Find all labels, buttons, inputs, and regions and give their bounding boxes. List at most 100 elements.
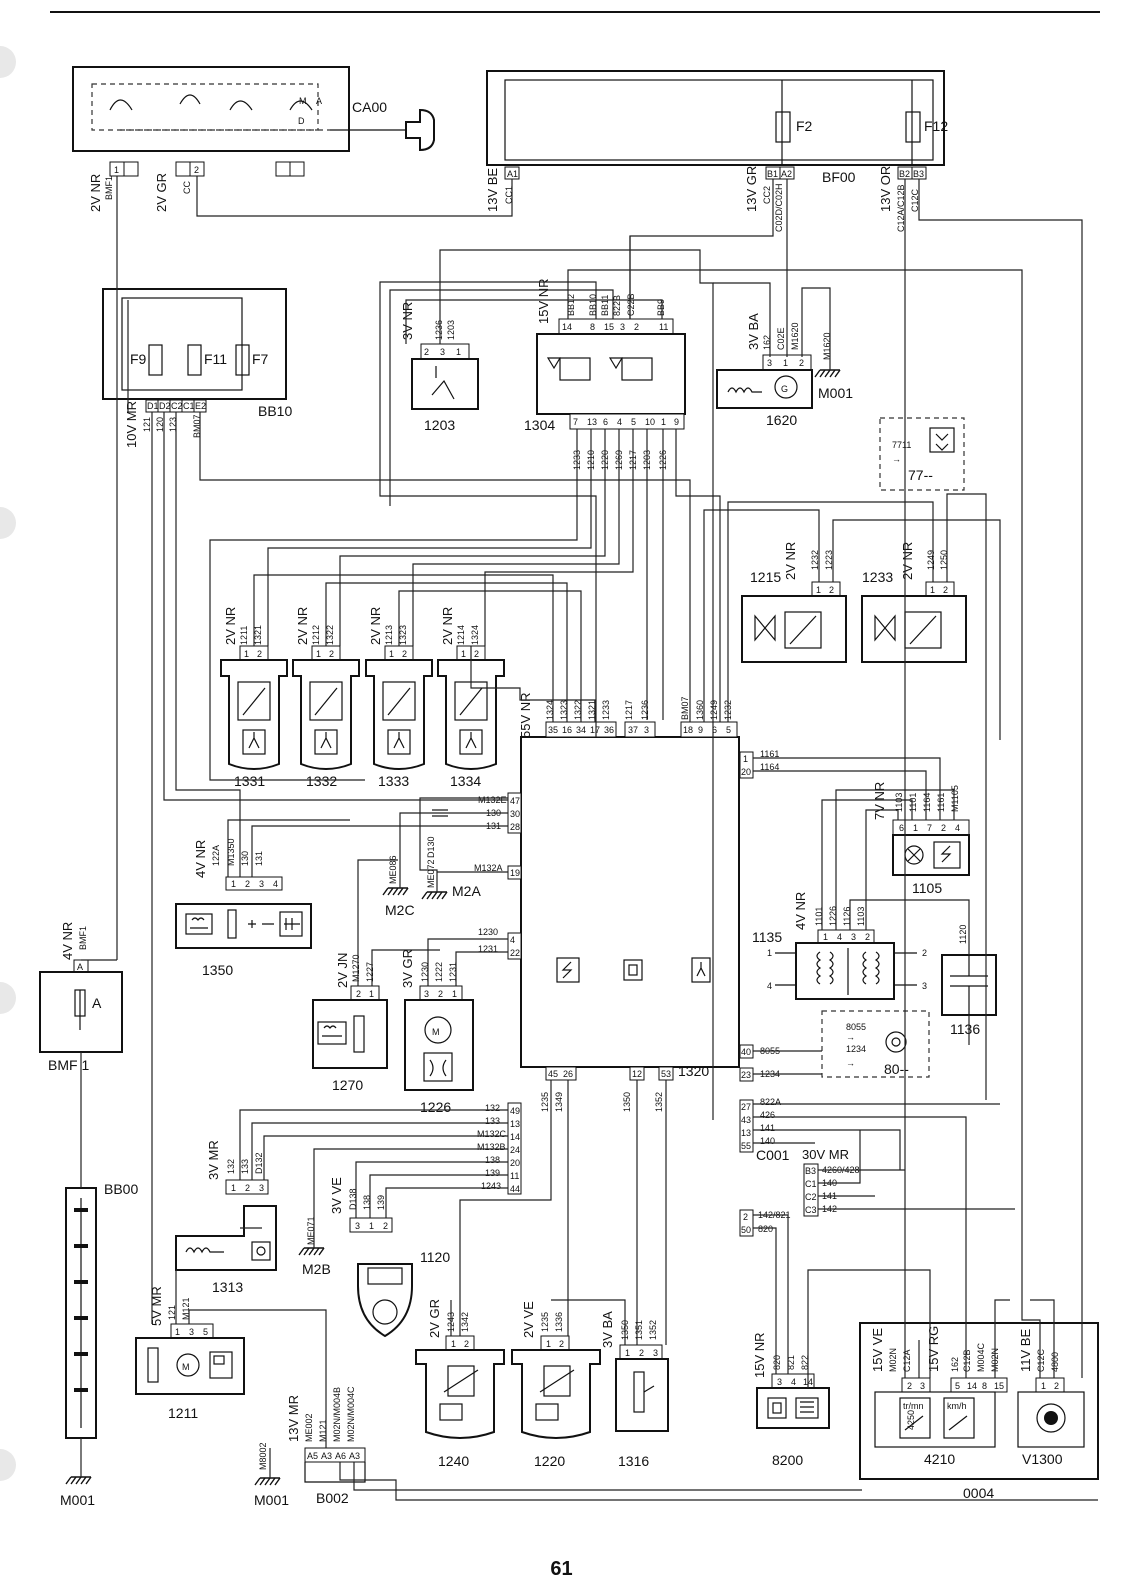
label-wires-w1352: 1352 bbox=[654, 1092, 664, 1112]
label-components-c1313: 1313 bbox=[212, 1279, 243, 1295]
label-pins-inj-0: 1 bbox=[244, 649, 249, 659]
label-pins-c1135-0: 1 bbox=[823, 932, 828, 942]
label-wires-w1120: 1120 bbox=[958, 925, 968, 944]
label-pins-c1304_top-3: 3 bbox=[620, 322, 625, 332]
label-pins-c1120-2: 2 bbox=[383, 1221, 388, 1231]
relay-1304: 14 8 15 3 2 11 7 13 6 4 5 10 1 9 1304 bbox=[524, 318, 686, 433]
fuse-f2 bbox=[775, 111, 791, 143]
label-wires-w1222: 1222 bbox=[434, 962, 444, 982]
label-wires-w4250: 4250 bbox=[906, 1410, 916, 1430]
ca00-conn1-spec: 2V NR bbox=[88, 174, 103, 212]
label-pins-bf00_b-1: A2 bbox=[781, 169, 792, 179]
generator-icon bbox=[774, 375, 798, 399]
label-pins-c1304_bot-4: 5 bbox=[631, 417, 636, 427]
label-pins-ecu_bot-0: 45 bbox=[548, 1069, 558, 1079]
label-wires-w1212: 1212 bbox=[311, 625, 321, 645]
label-pins-c1220-0: 1 bbox=[546, 1339, 551, 1349]
label-connector_specs-bmf1: 4V NR bbox=[60, 922, 75, 960]
binder-hole bbox=[0, 507, 16, 539]
label-components-c1234a: 1234 bbox=[846, 1044, 866, 1054]
label-components-c1136: 1136 bbox=[950, 1021, 980, 1037]
sensor-1316: 1 2 3 1316 bbox=[615, 1344, 669, 1469]
label-connector_specs-c1226: 3V GR bbox=[400, 949, 415, 988]
symbol-glyph: M bbox=[299, 96, 307, 106]
label-components-c1226: 1226 bbox=[420, 1099, 451, 1115]
label-pins-ecu_top_a-3: 17 bbox=[590, 725, 600, 735]
label-wires-e1249: 1249 bbox=[709, 700, 719, 720]
symbol-glyph: D bbox=[298, 116, 305, 126]
label-pins-c4210b-2: 8 bbox=[982, 1381, 987, 1391]
label-wires-w1321: 1321 bbox=[253, 625, 263, 645]
diagnostic-socket-8200: 3 4 14 8200 bbox=[756, 1373, 830, 1468]
label-wires-e1236: 1236 bbox=[640, 700, 650, 720]
label-pins-c1620-1: 1 bbox=[783, 358, 788, 368]
motor-icon bbox=[424, 1016, 452, 1044]
label-pins-ecu_right-1: 20 bbox=[741, 767, 751, 777]
label-wires-w1213: 1213 bbox=[384, 625, 394, 645]
label-pins-ecu_left_a-4: 4 bbox=[510, 935, 515, 945]
label-pins-ecu_left_b-2: 14 bbox=[510, 1132, 520, 1142]
label-wires-w820b: 820 bbox=[772, 1355, 782, 1370]
label-components-c1316: 1316 bbox=[618, 1453, 649, 1469]
label-wires-bb10w: BB10 bbox=[588, 294, 598, 316]
bf00-label: BF00 bbox=[822, 169, 856, 185]
label-pins-ecu_top_c-3: 5 bbox=[726, 725, 731, 735]
label-pins-c1304_bot-3: 4 bbox=[617, 417, 622, 427]
label-pins-c1203-0: 2 bbox=[424, 347, 429, 357]
label-wires-bmf1w: BMF1 bbox=[78, 926, 88, 950]
injector-icon bbox=[691, 957, 711, 983]
label-connector_specs-c1313: 3V MR bbox=[206, 1140, 221, 1180]
label-pins-c1211-2: 5 bbox=[203, 1327, 208, 1337]
symbol-glyph: → bbox=[892, 454, 901, 464]
label-pins-ecu_left_a-2: 28 bbox=[510, 822, 520, 832]
label-pins-ca00-0: 1 bbox=[114, 165, 119, 175]
label-pins-c1316-0: 1 bbox=[625, 1348, 630, 1358]
label-pins-inj-1: 2 bbox=[474, 649, 479, 659]
label-wires-d130: D130 bbox=[426, 836, 436, 858]
label-wires-w122a: 122A bbox=[211, 845, 221, 866]
label-pins-c001-0: B3 bbox=[805, 1166, 816, 1176]
label-wires-c12b: C12B bbox=[962, 1349, 972, 1372]
label-wires-w1232: 1232 bbox=[810, 550, 820, 570]
label-components-c1270: 1270 bbox=[332, 1077, 363, 1093]
instrument-cluster-0004: 2 3 5 14 8 15 tr/mn km/h 4210 1 2 V1300 … bbox=[859, 1322, 1099, 1501]
label-pins-bf00_a-0: A1 bbox=[507, 169, 518, 179]
label-pins-v1300-1: 2 bbox=[1054, 1381, 1059, 1391]
label-pins-c1215-1: 2 bbox=[829, 585, 834, 595]
label-wires-w1235b: 1235 bbox=[540, 1312, 550, 1332]
label-wires-cc2: CC2 bbox=[762, 186, 772, 204]
label-components-m2b: M2B bbox=[302, 1261, 331, 1277]
label-wires-m1620: M1620 bbox=[790, 322, 800, 350]
label-wires-w123: 123 bbox=[168, 417, 178, 432]
label-wires-w1249: 1249 bbox=[926, 550, 936, 570]
label-wires-m121: M121 bbox=[181, 1297, 191, 1320]
label-wires-bb11: BB11 bbox=[600, 295, 610, 316]
label-connector_specs-c1320: 55V NR bbox=[518, 692, 533, 738]
fuse-f9 bbox=[148, 344, 163, 376]
label-wires-m1620b: M1620 bbox=[822, 332, 832, 360]
label-pins-inj-0: 1 bbox=[389, 649, 394, 659]
label-wires-w1164: 1164 bbox=[760, 762, 779, 772]
label-pins-ecu_left_a-0: 47 bbox=[510, 796, 520, 806]
label-pins-c1211-1: 3 bbox=[189, 1327, 194, 1337]
connector-c001: C001 30V MR B3 C1 C2 C3 4260/428 140 141… bbox=[756, 1147, 860, 1217]
label-wires-w1230b: 1230 bbox=[420, 962, 430, 982]
label-wires-w133b: 133 bbox=[240, 1159, 250, 1174]
speed-gauge-icon bbox=[943, 1397, 975, 1439]
rpm-gauge-icon bbox=[899, 1397, 931, 1439]
label-pins-c001-3: C3 bbox=[805, 1205, 817, 1215]
label-components-fusea: A bbox=[92, 995, 102, 1011]
label-wires-w162b: 162 bbox=[950, 1357, 960, 1372]
label-wires-w121: 121 bbox=[142, 417, 152, 432]
label-wires-c12c2: C12C bbox=[1036, 1348, 1046, 1372]
label-pins-c8200-0: 3 bbox=[777, 1377, 782, 1387]
label-wires-w132: 132 bbox=[485, 1103, 500, 1113]
label-gauge_labels-speed: km/h bbox=[947, 1401, 967, 1411]
label-components-fusef7: F7 bbox=[252, 351, 269, 367]
label-pins-inj-1: 2 bbox=[257, 649, 262, 659]
